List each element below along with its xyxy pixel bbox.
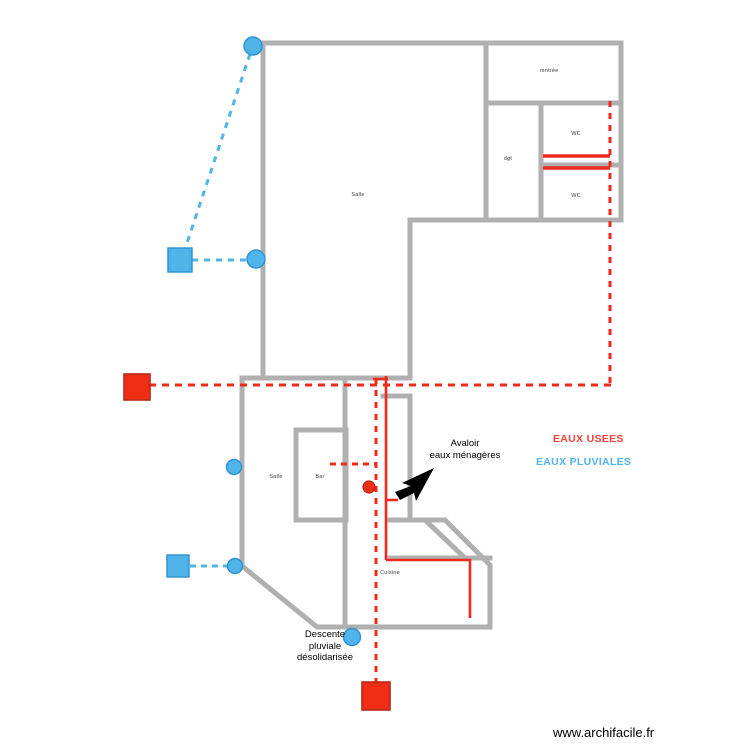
- rain-square-marker[interactable]: [166, 554, 190, 578]
- room-label-wc-bas: WC: [571, 193, 581, 199]
- footer-watermark-url: www.archifacile.fr: [553, 725, 655, 740]
- avaloir-pointer-arrow: [395, 468, 434, 501]
- room-label-dgt: dgt: [503, 156, 513, 162]
- rain-square-marker[interactable]: [167, 247, 193, 273]
- room-label-salle-bas: Salle: [269, 474, 283, 480]
- rain-circle-marker[interactable]: [225, 458, 243, 476]
- room-label-cuisine: Cuisine: [380, 570, 400, 576]
- walls-group: [239, 40, 624, 630]
- rain-diagonal-upper: [182, 53, 252, 253]
- wall-annex-outer: [380, 393, 493, 630]
- room-label-salle-haut: Salle: [351, 192, 365, 198]
- room-label-entree: rentrée: [539, 68, 559, 74]
- rain-network-group: [182, 53, 252, 568]
- room-label-bar: Bar: [315, 474, 325, 480]
- room-label-wc-haut: WC: [571, 131, 581, 137]
- annotation-avaloir: Avaloir eaux ménagères: [429, 438, 501, 461]
- waste-run-cuisine: [386, 558, 472, 618]
- rain-circle-marker[interactable]: [246, 249, 266, 269]
- wall-upper-outer: [260, 40, 624, 378]
- waste-network-group: [149, 101, 612, 684]
- legend-eaux-usees: EAUX USEES: [553, 433, 624, 445]
- waste-square-marker[interactable]: [361, 681, 391, 711]
- annotation-descente-pluviale: Descente pluviale désolidarisée: [297, 629, 353, 663]
- waste-square-marker[interactable]: [123, 373, 151, 401]
- rain-circle-marker[interactable]: [243, 36, 263, 56]
- markers-group: [123, 36, 391, 711]
- wall-lower-outer: [239, 375, 493, 630]
- wall-annex-inner: [387, 517, 469, 562]
- rain-circle-marker[interactable]: [226, 557, 244, 575]
- legend-eaux-pluviales: EAUX PLUVIALES: [536, 456, 632, 468]
- avaloir-dot-marker[interactable]: [362, 480, 376, 494]
- rain-circle-marker-descente[interactable]: [342, 627, 362, 647]
